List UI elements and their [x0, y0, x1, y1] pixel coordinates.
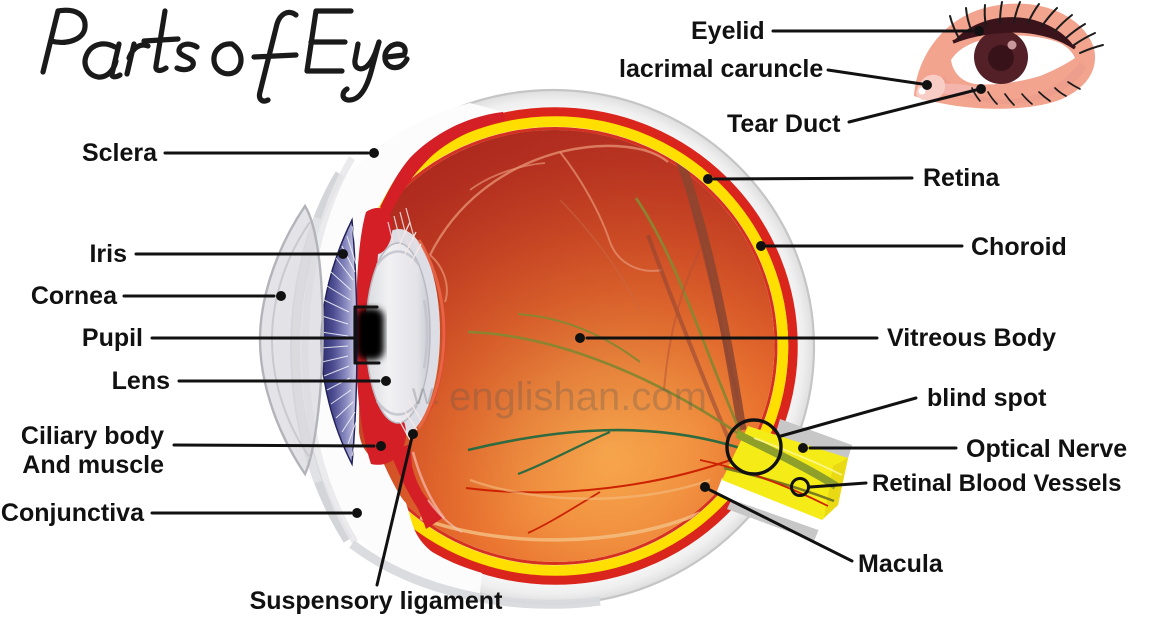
svg-text:Pupil: Pupil: [82, 324, 143, 352]
svg-text:Lens: Lens: [112, 367, 170, 395]
svg-text:Choroid: Choroid: [971, 233, 1067, 261]
svg-text:And muscle: And muscle: [22, 451, 164, 479]
svg-text:lacrimal caruncle: lacrimal caruncle: [619, 55, 823, 83]
svg-text:englishan.com: englishan.com: [449, 375, 707, 419]
svg-text:Macula: Macula: [858, 550, 944, 578]
svg-text:Eyelid: Eyelid: [691, 17, 765, 45]
svg-text:Iris: Iris: [89, 240, 127, 268]
svg-text:Ciliary body: Ciliary body: [21, 422, 164, 450]
svg-text:Sclera: Sclera: [82, 139, 158, 167]
svg-text:Optical Nerve: Optical Nerve: [966, 435, 1127, 463]
svg-text:Cornea: Cornea: [31, 282, 118, 310]
svg-text:Conjunctiva: Conjunctiva: [1, 499, 145, 527]
svg-text:Vitreous Body: Vitreous Body: [887, 324, 1056, 352]
svg-text:Retinal Blood Vessels: Retinal Blood Vessels: [872, 470, 1121, 497]
svg-text:Retina: Retina: [923, 164, 1001, 192]
svg-text:w.: w.: [411, 378, 440, 411]
svg-text:blind spot: blind spot: [927, 384, 1047, 412]
svg-text:Tear Duct: Tear Duct: [727, 110, 841, 138]
svg-text:Suspensory ligament: Suspensory ligament: [250, 587, 504, 615]
